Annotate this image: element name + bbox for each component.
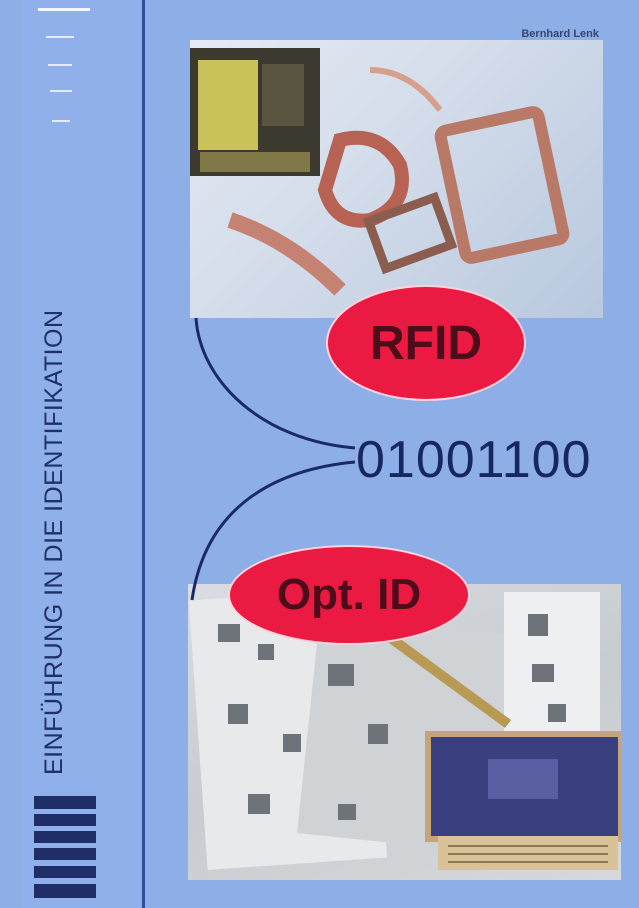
spine-dash xyxy=(50,90,72,92)
spine-barcode-stripe xyxy=(34,866,96,878)
spine-barcode-stripe xyxy=(34,831,96,843)
rfid-label-oval: RFID xyxy=(326,285,526,401)
author-name: Bernhard Lenk xyxy=(521,28,599,40)
rfid-label: RFID xyxy=(370,316,482,370)
spine-dash xyxy=(46,36,74,38)
spine-top-mark xyxy=(38,8,90,11)
spine-divider-line xyxy=(142,0,145,908)
spine-barcode-stripe xyxy=(34,796,96,809)
optical-id-label-oval: Opt. ID xyxy=(228,545,470,645)
spine-dash xyxy=(48,64,72,66)
spine-barcode-stripe xyxy=(34,884,96,898)
spine-barcode-stripe xyxy=(34,848,96,860)
rfid-tags-illustration xyxy=(190,48,570,296)
book-spine xyxy=(22,0,140,908)
spine-dash xyxy=(52,120,70,122)
optical-id-illustration xyxy=(188,588,621,870)
spine-barcode-stripe xyxy=(34,814,96,826)
optical-id-label: Opt. ID xyxy=(276,570,422,619)
rfid-tags-photo xyxy=(190,40,603,318)
binary-code: 01001100 xyxy=(356,431,592,489)
